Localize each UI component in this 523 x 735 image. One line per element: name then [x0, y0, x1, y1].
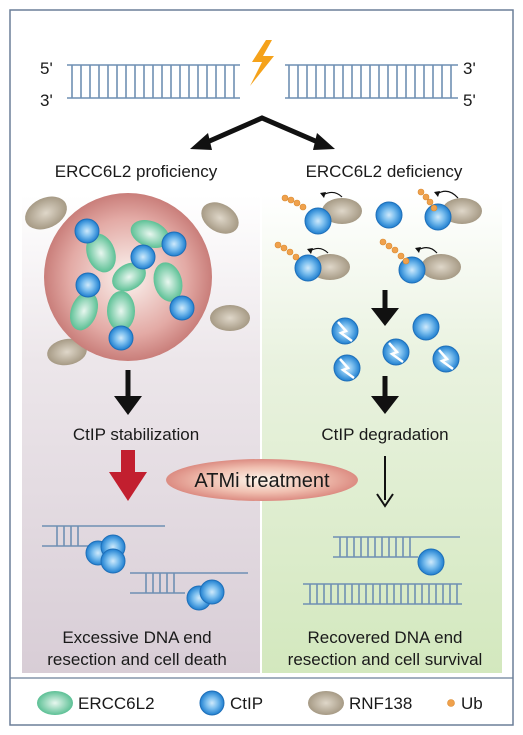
ubiquitination-group — [274, 188, 482, 284]
ercc6l2-protein — [107, 291, 135, 331]
ercc6l2-protein — [130, 219, 170, 249]
degraded-ctip-group — [331, 313, 460, 382]
rnf138-protein — [25, 196, 67, 230]
right-arrow-head — [371, 396, 399, 414]
fork-arrows — [203, 115, 321, 146]
ercc6l2-protein — [112, 262, 146, 292]
ctip-protein — [74, 218, 100, 244]
ercc6l2-protein — [153, 262, 183, 302]
legend-label: Ub — [461, 694, 483, 713]
lightning-bolt-icon — [250, 40, 274, 86]
ub-transfer-arrowheads — [307, 191, 440, 254]
atmi-treatment-badge — [166, 459, 358, 501]
ctip-protein — [108, 325, 134, 351]
legend-label: CtIP — [230, 694, 263, 713]
right-step-label: CtIP degradation — [321, 425, 448, 444]
dna-break-right — [285, 64, 458, 99]
ercc6l2-protein — [86, 233, 116, 273]
ctip-protein — [100, 548, 126, 574]
legend: ERCC6L2 CtIP RNF138 Ub — [37, 690, 483, 716]
right-arrow-head — [371, 308, 399, 326]
fork-arrow-left-head — [190, 133, 212, 150]
left-outcome-line2: resection and cell death — [47, 650, 227, 669]
dna-left-5prime: 5' — [40, 59, 53, 78]
ctip-protein — [304, 207, 332, 235]
ctip-protein — [417, 548, 445, 576]
red-arrow-icon — [109, 450, 147, 501]
rnf138-protein — [210, 305, 250, 331]
left-arrow-head — [114, 396, 142, 415]
legend-label: RNF138 — [349, 694, 412, 713]
rnf138-protein — [201, 202, 239, 234]
rnf138-protein — [322, 198, 362, 224]
dna-repaired-right — [303, 536, 462, 605]
dna-right-3prime: 3' — [463, 59, 476, 78]
fork-arrow-right-head — [313, 133, 335, 150]
rnf138-legend-icon — [308, 691, 344, 715]
right-outcome-line2: resection and cell survival — [288, 650, 483, 669]
ctip-protein — [75, 272, 101, 298]
ub-legend-icon — [447, 699, 455, 707]
rnf138-protein — [421, 254, 461, 280]
ctip-legend-icon — [199, 690, 225, 716]
left-heading: ERCC6L2 proficiency — [55, 162, 218, 181]
left-step-label: CtIP stabilization — [73, 425, 199, 444]
rnf138-protein — [47, 338, 87, 366]
ercc6l2-protein — [69, 291, 99, 331]
left-outcome-line1: Excessive DNA end — [62, 628, 211, 647]
right-thin-arrow-head — [376, 493, 394, 508]
ctip-protein — [294, 254, 322, 282]
legend-label: ERCC6L2 — [78, 694, 155, 713]
dna-left-3prime: 3' — [40, 91, 53, 110]
ercc6l2-legend-icon — [37, 691, 73, 715]
dna-break-left — [67, 64, 240, 99]
dna-resected-left — [42, 525, 248, 594]
ub-chain — [274, 188, 438, 265]
ctip-protein — [161, 231, 187, 257]
ctip-protein — [130, 244, 156, 270]
ctip-protein — [199, 579, 225, 605]
ctip-protein — [375, 201, 403, 229]
ctip-protein — [424, 203, 452, 231]
atmi-treatment-label: ATMi treatment — [194, 470, 330, 492]
ctip-protein — [169, 295, 195, 321]
rnf138-protein — [442, 198, 482, 224]
right-outcome-line1: Recovered DNA end — [308, 628, 463, 647]
right-heading: ERCC6L2 deficiency — [306, 162, 463, 181]
dna-right-5prime: 5' — [463, 91, 476, 110]
